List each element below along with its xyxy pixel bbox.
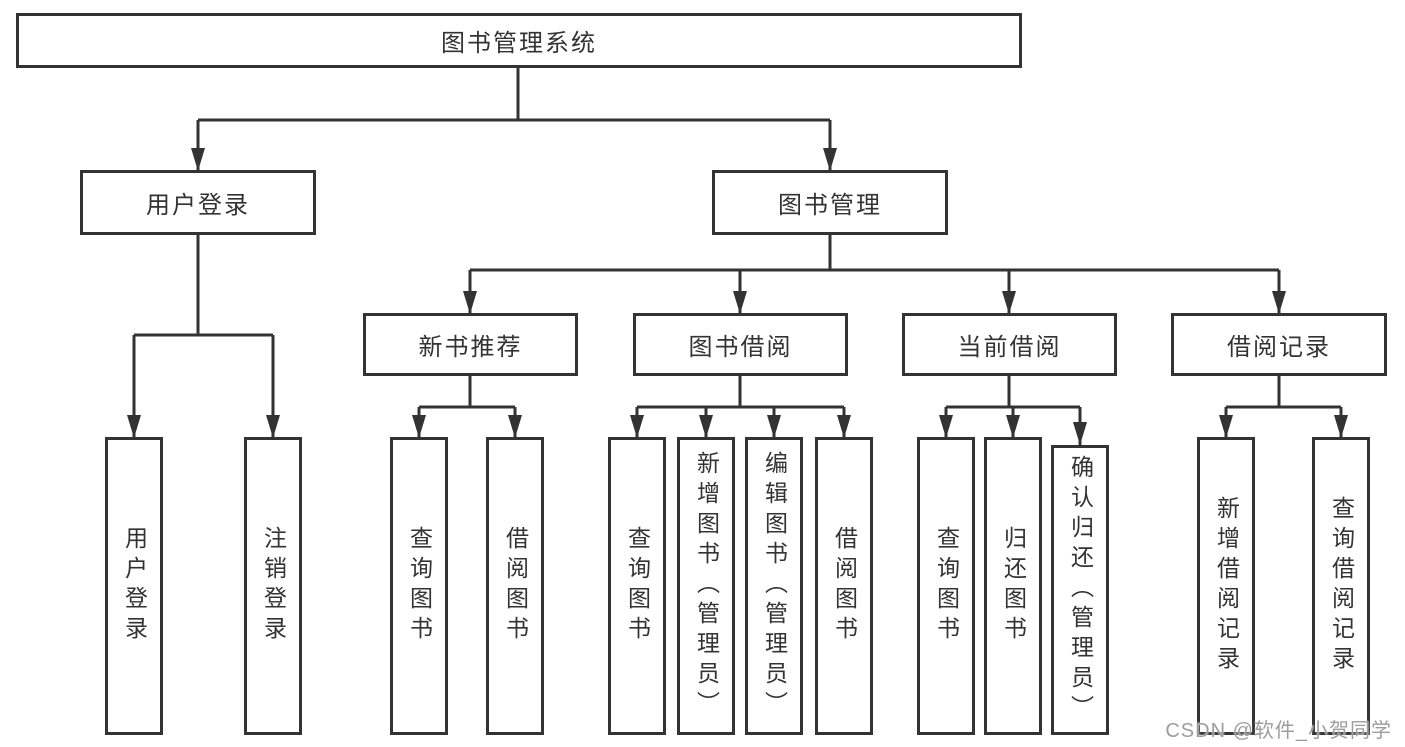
arrowhead bbox=[1002, 291, 1016, 314]
node-user-login: 用户登录 bbox=[80, 170, 316, 235]
arrowhead bbox=[1219, 415, 1233, 438]
leaf-user-login: 用户登录 bbox=[105, 437, 163, 735]
arrowhead bbox=[733, 291, 747, 314]
node-root: 图书管理系统 bbox=[16, 13, 1022, 68]
node-borrowing-records: 借阅记录 bbox=[1171, 313, 1387, 376]
arrowhead bbox=[463, 291, 477, 314]
leaf-borrow-books-newrec: 借阅图书 bbox=[486, 437, 544, 735]
node-book-borrowing: 图书借阅 bbox=[633, 313, 848, 376]
arrowhead bbox=[630, 415, 644, 438]
node-book-borrowing-label: 图书借阅 bbox=[688, 334, 793, 361]
arrowhead bbox=[823, 148, 837, 171]
node-book-management-label: 图书管理 bbox=[778, 192, 882, 219]
node-current-borrowing-label: 当前借阅 bbox=[957, 334, 1062, 361]
leaf-query-books-newrec-label: 查询图书 bbox=[406, 526, 433, 646]
node-current-borrowing: 当前借阅 bbox=[902, 313, 1117, 376]
leaf-borrow-books-borrowing: 借阅图书 bbox=[815, 437, 873, 735]
leaf-confirm-return-admin: 确认归还（管理员） bbox=[1051, 445, 1109, 735]
connector-book-borrow-children bbox=[630, 376, 851, 438]
leaf-borrow-books-borrowing-label: 借阅图书 bbox=[831, 526, 858, 646]
arrowhead bbox=[939, 415, 953, 438]
leaf-edit-books-admin: 编辑图书（管理员） bbox=[745, 437, 803, 735]
arrowhead bbox=[266, 415, 280, 438]
arrowhead bbox=[767, 415, 781, 438]
leaf-add-borrow-record: 新增借阅记录 bbox=[1197, 437, 1255, 735]
connector-new-book-children bbox=[412, 376, 522, 438]
leaf-query-books-borrowing-label: 查询图书 bbox=[624, 526, 651, 646]
connector-book-management-children bbox=[463, 235, 1286, 314]
connector-root-to-level2 bbox=[191, 68, 837, 171]
leaf-logout-label: 注销登录 bbox=[260, 526, 287, 646]
arrowhead bbox=[412, 415, 426, 438]
leaf-logout: 注销登录 bbox=[244, 437, 302, 735]
node-root-label: 图书管理系统 bbox=[441, 30, 597, 57]
arrowhead bbox=[508, 415, 522, 438]
leaf-add-borrow-record-label: 新增借阅记录 bbox=[1213, 496, 1240, 676]
leaf-query-books-current: 查询图书 bbox=[917, 437, 975, 735]
connector-current-borrow-children bbox=[939, 376, 1087, 445]
leaf-edit-books-admin-label: 编辑图书（管理员） bbox=[761, 451, 788, 721]
leaf-query-books-borrowing: 查询图书 bbox=[608, 437, 666, 735]
csdn-watermark: CSDN @软件_小贺同学 bbox=[1165, 720, 1392, 742]
leaf-query-borrow-record: 查询借阅记录 bbox=[1312, 437, 1370, 735]
node-book-management: 图书管理 bbox=[712, 170, 948, 235]
arrowhead bbox=[127, 415, 141, 438]
node-new-book-recommend-label: 新书推荐 bbox=[418, 334, 523, 361]
arrowhead bbox=[1272, 291, 1286, 314]
arrowhead bbox=[1006, 415, 1020, 438]
node-new-book-recommend: 新书推荐 bbox=[363, 313, 578, 376]
connector-borrow-records-children bbox=[1219, 376, 1348, 438]
arrowhead bbox=[837, 415, 851, 438]
leaf-return-books-label: 归还图书 bbox=[1000, 526, 1027, 646]
leaf-borrow-books-newrec-label: 借阅图书 bbox=[502, 526, 529, 646]
connector-user-login-children bbox=[127, 235, 280, 438]
leaf-add-books-admin-label: 新增图书（管理员） bbox=[693, 451, 720, 721]
node-borrowing-records-label: 借阅记录 bbox=[1227, 334, 1331, 361]
arrowhead bbox=[1073, 422, 1087, 445]
leaf-confirm-return-admin-label: 确认归还（管理员） bbox=[1067, 455, 1094, 725]
leaf-add-books-admin: 新增图书（管理员） bbox=[677, 437, 735, 735]
leaf-user-login-label: 用户登录 bbox=[121, 526, 148, 646]
leaf-query-books-current-label: 查询图书 bbox=[933, 526, 960, 646]
leaf-return-books: 归还图书 bbox=[984, 437, 1042, 735]
leaf-query-books-newrec: 查询图书 bbox=[390, 437, 448, 735]
node-user-login-label: 用户登录 bbox=[146, 192, 250, 219]
leaf-query-borrow-record-label: 查询借阅记录 bbox=[1328, 496, 1355, 676]
arrowhead bbox=[191, 148, 205, 171]
arrowhead bbox=[1334, 415, 1348, 438]
arrowhead bbox=[699, 415, 713, 438]
